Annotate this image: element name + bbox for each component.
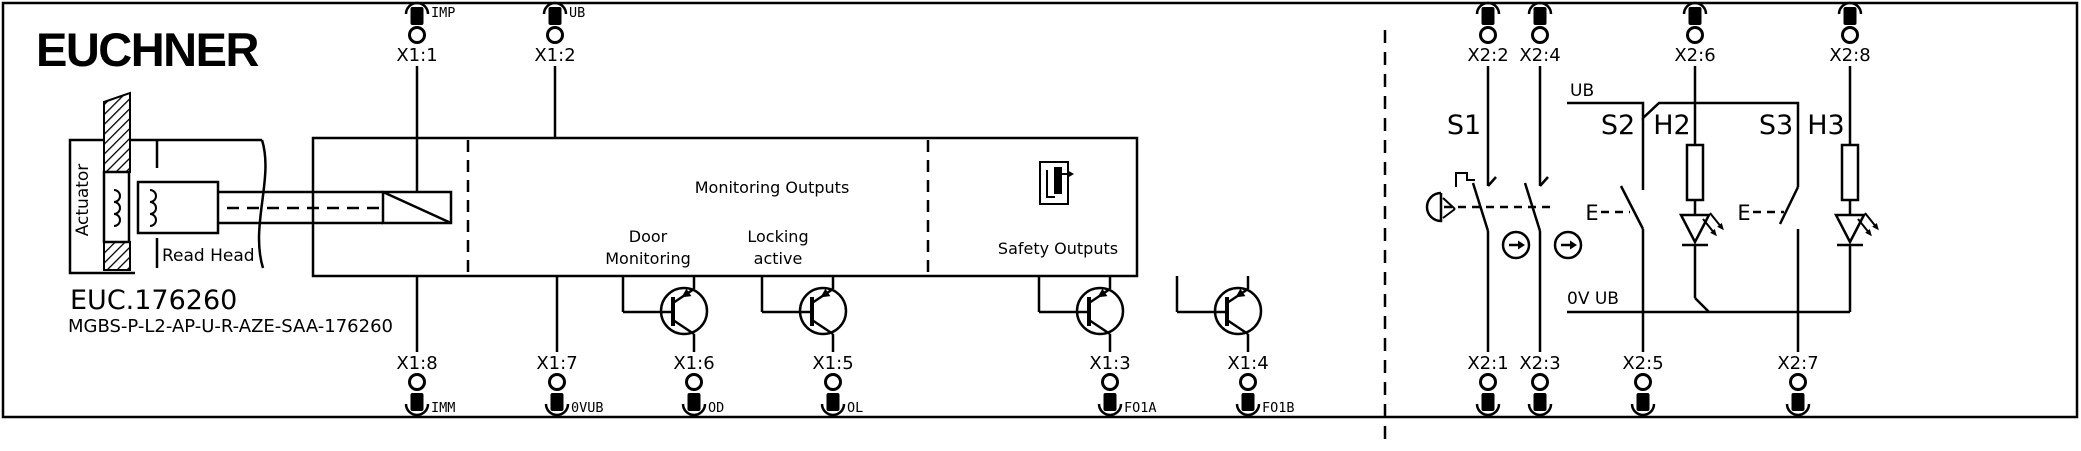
h3-label: H3 xyxy=(1807,110,1844,141)
locking-active-label-line2: active xyxy=(754,249,803,268)
type-code: MGBS-P-L2-AP-U-R-AZE-SAA-176260 xyxy=(68,316,393,337)
resistor-icon-h3 xyxy=(1840,143,1860,202)
connector-x2-4 xyxy=(1527,1,1553,44)
connector-x2-1 xyxy=(1475,373,1501,417)
h2-label: H2 xyxy=(1653,110,1690,141)
diagram-frame xyxy=(1,1,2079,419)
terminal-x2-5: X2:5 xyxy=(1622,353,1663,374)
mounting-wall-hatch-top xyxy=(103,91,131,173)
actuator-coil-box xyxy=(102,170,131,244)
transistor-icon-fo1b xyxy=(1175,274,1263,354)
s2-label: S2 xyxy=(1601,110,1635,141)
connector-x2-6 xyxy=(1682,1,1708,44)
e-label-s2: E xyxy=(1585,201,1598,225)
e-label-s3: E xyxy=(1737,201,1750,225)
terminal-x1-6: X1:6 xyxy=(673,353,714,374)
terminal-x1-1: X1:1 xyxy=(396,45,437,66)
terminal-x1-7: X1:7 xyxy=(536,353,577,374)
resistor-icon-h2 xyxy=(1685,143,1705,202)
connector-x1-3 xyxy=(1097,373,1123,417)
connector-x2-3 xyxy=(1527,373,1553,417)
actuator-bracket xyxy=(68,138,135,275)
connector-x1-4 xyxy=(1235,373,1261,417)
signal-od: OD xyxy=(708,400,724,416)
locking-active-label-line1: Locking xyxy=(747,227,808,246)
door-monitoring-label-line1: Door xyxy=(629,227,668,246)
terminal-x1-5: X1:5 xyxy=(812,353,853,374)
s3-label: S3 xyxy=(1759,110,1793,141)
connector-x1-2 xyxy=(542,1,568,44)
terminal-x2-4: X2:4 xyxy=(1519,45,1560,66)
terminal-x1-2: X1:2 xyxy=(534,45,575,66)
cable-break-curve xyxy=(257,139,267,269)
read-head-label: Read Head xyxy=(162,246,255,266)
direction-arrow-icon-1 xyxy=(1501,230,1531,260)
bolt-icon xyxy=(1039,161,1074,205)
monitoring-outputs-label: Monitoring Outputs xyxy=(695,178,850,197)
external-circuit: S1 UB E S2 E S3 H2 H3 0V UB xyxy=(1425,66,1881,354)
connector-x2-7 xyxy=(1785,373,1811,417)
signal-0vub: 0VUB xyxy=(571,400,604,416)
actuator-label: Actuator xyxy=(73,164,93,237)
ub-rail-label: UB xyxy=(1570,81,1594,101)
terminal-x1-4: X1:4 xyxy=(1227,353,1268,374)
terminal-x1-3: X1:3 xyxy=(1089,353,1130,374)
signal-ol: OL xyxy=(847,400,863,416)
safety-outputs-label: Safety Outputs xyxy=(998,239,1118,258)
terminal-x2-7: X2:7 xyxy=(1777,353,1818,374)
terminal-x2-3: X2:3 xyxy=(1519,353,1560,374)
euchner-logo: EUCHNER xyxy=(36,23,258,76)
connector-x1-8 xyxy=(404,373,430,417)
terminal-x2-2: X2:2 xyxy=(1467,45,1508,66)
terminal-x1-8: X1:8 xyxy=(396,353,437,374)
transistor-icon-od xyxy=(621,274,709,354)
signal-imp: IMP xyxy=(431,5,455,21)
connector-x1-7 xyxy=(544,373,570,417)
transistor-icon-ol xyxy=(760,274,848,354)
connector-x2-8 xyxy=(1837,1,1863,44)
door-monitoring-label-line2: Monitoring xyxy=(605,249,691,268)
cam-step-icon xyxy=(1455,172,1475,187)
transistor-icon-fo1a xyxy=(1037,274,1125,354)
signal-fo1b: FO1B xyxy=(1262,400,1295,416)
signal-fo1a: FO1A xyxy=(1124,400,1157,416)
mounting-wall-hatch-bottom xyxy=(103,241,131,271)
terminal-x2-1: X2:1 xyxy=(1467,353,1508,374)
led-icon-h3 xyxy=(1834,211,1881,247)
module-box: Monitoring Outputs Door Monitoring Locki… xyxy=(311,136,1139,278)
read-head-coil-icon xyxy=(149,189,157,227)
s1-contact-1 xyxy=(1471,175,1498,354)
connector-x1-5 xyxy=(820,373,846,417)
signal-ub: UB xyxy=(569,5,585,21)
s1-label: S1 xyxy=(1447,110,1481,141)
connector-x1-1 xyxy=(404,1,430,44)
door-plunger-icon xyxy=(1425,191,1443,223)
terminal-x2-6: X2:6 xyxy=(1674,45,1715,66)
s1-contact-2 xyxy=(1523,175,1550,354)
signal-imm: IMM xyxy=(431,400,455,416)
order-code: EUC.176260 xyxy=(70,285,237,316)
connector-x1-6 xyxy=(681,373,707,417)
actuator-coil-icon xyxy=(113,189,121,227)
zero-v-rail-label: 0V UB xyxy=(1567,289,1619,309)
actuator-read-head-assembly: Actuator Read Head xyxy=(68,91,383,275)
connector-x2-5 xyxy=(1630,373,1656,417)
ub-rail xyxy=(1567,101,1800,187)
direction-arrow-icon-2 xyxy=(1553,230,1583,260)
led-icon-h2 xyxy=(1679,211,1726,247)
connector-x2-2 xyxy=(1475,1,1501,44)
terminal-x2-8: X2:8 xyxy=(1829,45,1870,66)
